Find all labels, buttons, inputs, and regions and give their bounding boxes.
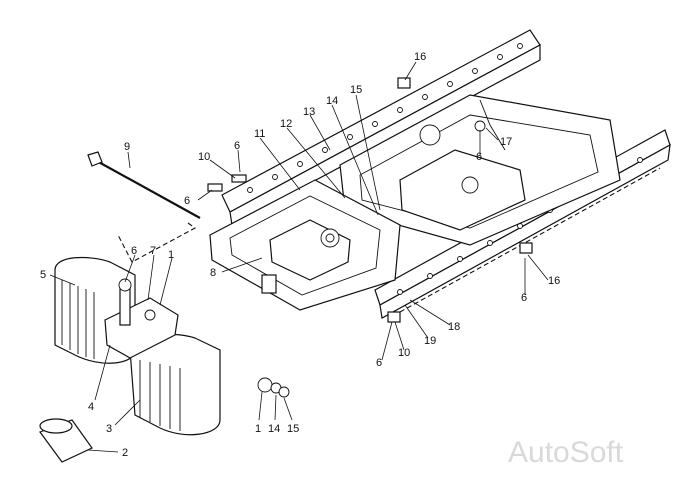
callout-19: 19: [424, 335, 436, 347]
callout-16-top: 16: [414, 51, 426, 63]
callout-15-bottom: 15: [287, 423, 299, 435]
callout-16-bottom: 16: [548, 275, 560, 287]
callout-6-top: 6: [234, 140, 240, 152]
long-bolt: [87, 151, 201, 263]
small-bolts: [207, 77, 533, 398]
front-subframe: [209, 179, 401, 311]
callout-labels: 16 6 17 15 14 13 12 11 10 6 9 6 6 7 1 5 …: [40, 51, 560, 459]
callout-14-top: 14: [326, 95, 338, 107]
callout-18: 18: [448, 321, 460, 333]
callout-2: 2: [122, 447, 128, 459]
callout-13: 13: [303, 106, 315, 118]
callout-6-right: 6: [476, 151, 482, 163]
callout-14-bottom: 14: [268, 423, 280, 435]
sleeve-pin: [39, 418, 93, 463]
callout-17: 17: [500, 136, 512, 148]
callout-6-left: 6: [184, 195, 190, 207]
leader-lines: [49, 61, 549, 453]
callout-6-lower: 6: [521, 292, 527, 304]
callout-10-bottom: 10: [398, 347, 410, 359]
callout-8: 8: [210, 267, 216, 279]
rail-holes-upper: [247, 43, 523, 193]
callout-7: 7: [150, 245, 156, 257]
callout-6-bottom: 6: [376, 357, 382, 369]
callout-1-bottom: 1: [255, 423, 261, 435]
callout-3: 3: [106, 423, 112, 435]
weight-mount-bracket: [104, 278, 179, 359]
callout-12: 12: [280, 118, 292, 130]
chassis-body: [339, 94, 621, 246]
callout-1-top: 1: [168, 249, 174, 261]
callout-10-top: 10: [198, 151, 210, 163]
callout-6-bracket: 6: [131, 245, 137, 257]
callout-5: 5: [40, 269, 46, 281]
watermark: AutoSoft: [508, 436, 624, 469]
callout-15-top: 15: [350, 84, 362, 96]
callout-4: 4: [88, 401, 94, 413]
frame-rail-upper: [221, 29, 541, 226]
callout-11: 11: [254, 128, 265, 140]
callout-9: 9: [124, 141, 130, 153]
